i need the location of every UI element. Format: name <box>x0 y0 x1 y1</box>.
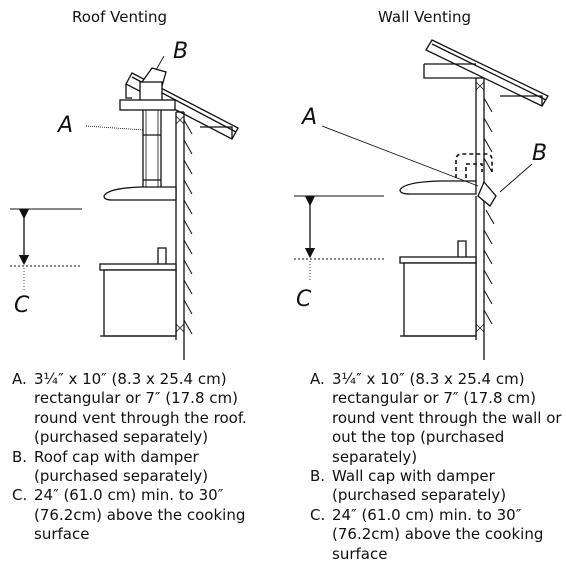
caption-letter: B. <box>310 467 326 486</box>
wall-callout-b: B <box>532 141 547 166</box>
caption-text: 24″ (61.0 cm) min. to 30″ (76.2cm) above… <box>332 505 544 563</box>
roof-caption-b: B. Roof cap with damper (purchased separ… <box>12 448 277 487</box>
roof-cap <box>139 67 167 103</box>
wall-range-hood <box>399 180 477 195</box>
roof-callout-c: C <box>14 293 30 318</box>
roof-cooking-surface <box>99 247 177 337</box>
caption-text: 3¼″ x 10″ (8.3 x 25.4 cm) rectangular or… <box>332 370 562 466</box>
venting-diagrams: A B C <box>10 39 549 360</box>
wall-cooking-surface <box>399 240 477 337</box>
wall-a-leader <box>321 125 479 187</box>
caption-letter: A. <box>12 370 27 388</box>
roof-range-hood <box>103 186 177 201</box>
wall-venting-diagram <box>294 39 549 360</box>
roof-venting-title: Roof Venting <box>72 8 168 26</box>
roof-callout-a: A <box>56 113 73 138</box>
wall-caption-c: C. 24″ (61.0 cm) min. to 30″ (76.2cm) ab… <box>310 506 566 564</box>
wall-callout-a: A <box>300 105 317 130</box>
caption-letter: A. <box>310 370 325 388</box>
wall-b-leader <box>499 163 533 193</box>
caption-text: 24″ (61.0 cm) min. to 30″ (76.2cm) above… <box>34 486 246 544</box>
roof-caption-a: A. 3¼″ x 10″ (8.3 x 25.4 cm) rectangular… <box>12 370 277 448</box>
wall-dashed-duct <box>455 153 493 178</box>
wall-caption-a: A. 3¼″ x 10″ (8.3 x 25.4 cm) rectangular… <box>310 370 566 467</box>
wall-cap <box>477 180 497 207</box>
roof-vent-duct <box>142 100 162 188</box>
caption-letter: C. <box>310 505 326 524</box>
wall-caption-b: B. Wall cap with damper (purchased separ… <box>310 467 566 506</box>
roof-caption-c: C. 24″ (61.0 cm) min. to 30″ (76.2cm) ab… <box>12 486 277 544</box>
wall-venting-title: Wall Venting <box>378 8 472 26</box>
roof-venting-diagram <box>10 55 239 360</box>
wall-venting-captions: A. 3¼″ x 10″ (8.3 x 25.4 cm) rectangular… <box>310 370 566 564</box>
wall-wall <box>475 77 485 360</box>
roof-b-leader <box>155 55 165 71</box>
wall-roof-slab <box>423 39 549 107</box>
roof-siding <box>183 119 193 335</box>
wall-siding <box>483 97 495 325</box>
caption-text: Roof cap with damper (purchased separate… <box>34 447 209 486</box>
caption-text: 3¼″ x 10″ (8.3 x 25.4 cm) rectangular or… <box>34 370 247 447</box>
roof-wall <box>175 111 185 360</box>
caption-letter: B. <box>12 447 28 466</box>
caption-text: Wall cap with damper (purchased separate… <box>332 467 507 505</box>
roof-soffit <box>119 99 176 111</box>
roof-callout-b: B <box>173 39 188 64</box>
caption-letter: C. <box>12 486 28 505</box>
wall-callout-c: C <box>296 287 312 312</box>
roof-venting-captions: A. 3¼″ x 10″ (8.3 x 25.4 cm) rectangular… <box>12 370 277 545</box>
roof-a-leader <box>85 125 145 131</box>
